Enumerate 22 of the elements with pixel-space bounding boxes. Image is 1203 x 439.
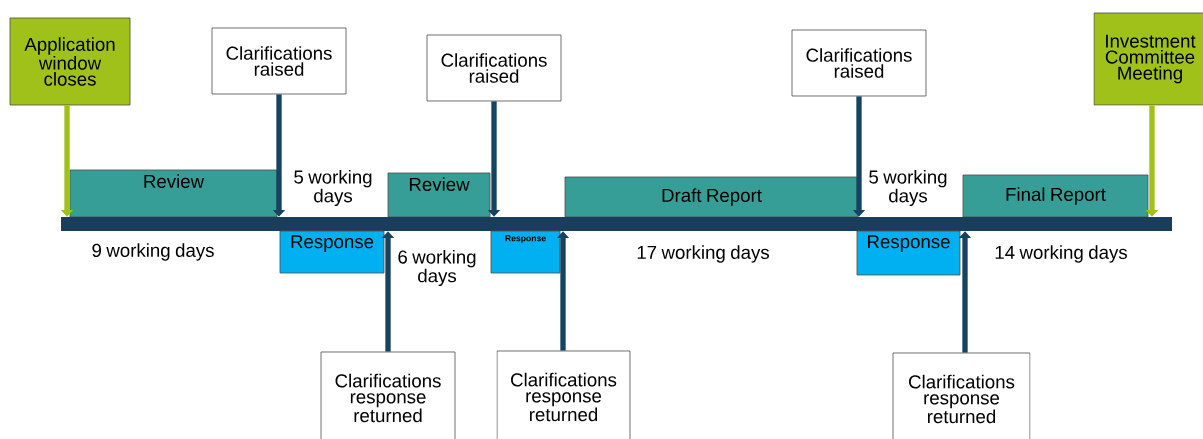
- duration-label: 17 working days: [637, 245, 769, 263]
- response-box: Response: [856, 230, 961, 276]
- duration-label: 9 working days: [92, 243, 214, 261]
- phase-bar: Final Report: [962, 174, 1149, 218]
- duration-label: 5 working days: [294, 169, 372, 207]
- response-box: Response: [279, 230, 385, 274]
- milestone-box: Application window closes: [9, 17, 131, 106]
- phase-bar: Review: [69, 169, 278, 218]
- phase-bar: Draft Report: [564, 176, 859, 218]
- timeline-bar: [61, 217, 1172, 231]
- callout-box: Clarifications raised: [426, 34, 562, 102]
- callout-box: Clarifications raised: [211, 27, 347, 95]
- response-box: Response: [490, 230, 561, 274]
- duration-label: 5 working days: [869, 169, 947, 207]
- callout-box: Clarifications response returned: [496, 350, 631, 439]
- duration-label: 6 working days: [398, 249, 476, 287]
- milestone-box: Investment Committee Meeting: [1093, 12, 1203, 106]
- duration-label: 14 working days: [995, 245, 1127, 263]
- phase-bar: Review: [387, 172, 491, 218]
- callout-box: Clarifications response returned: [320, 351, 456, 439]
- callout-box: Clarifications raised: [791, 29, 927, 97]
- callout-box: Clarifications response returned: [892, 352, 1031, 439]
